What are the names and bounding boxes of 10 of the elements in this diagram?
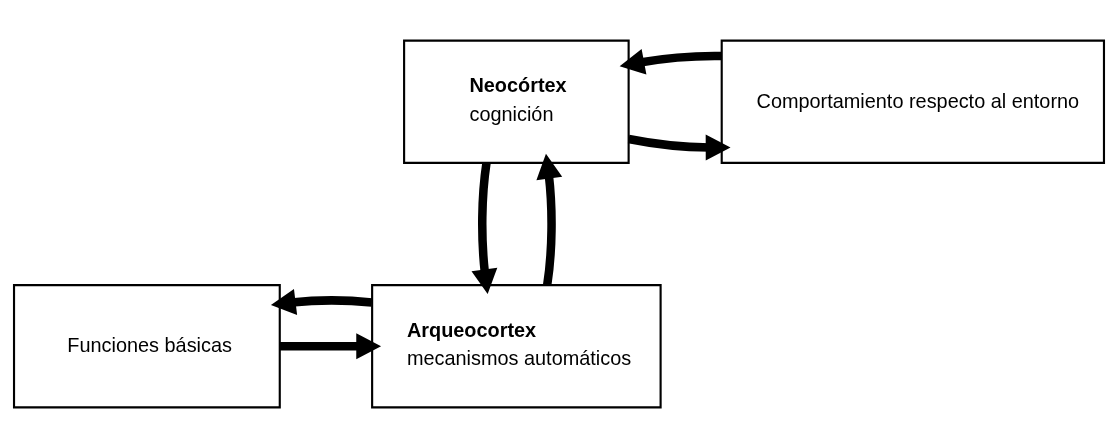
arrow	[627, 134, 731, 161]
arrow	[280, 332, 382, 359]
arrow	[619, 48, 722, 74]
node-box: Arqueocortex mecanismos automáticos	[371, 283, 662, 408]
arrow	[471, 161, 498, 294]
node-box: Funciones básicas	[12, 283, 281, 408]
node-box: Comportamiento respecto al entorno	[720, 39, 1106, 164]
arrow	[536, 153, 563, 285]
arrow	[270, 288, 373, 315]
node-box: Neocórtex cognición	[403, 39, 630, 164]
